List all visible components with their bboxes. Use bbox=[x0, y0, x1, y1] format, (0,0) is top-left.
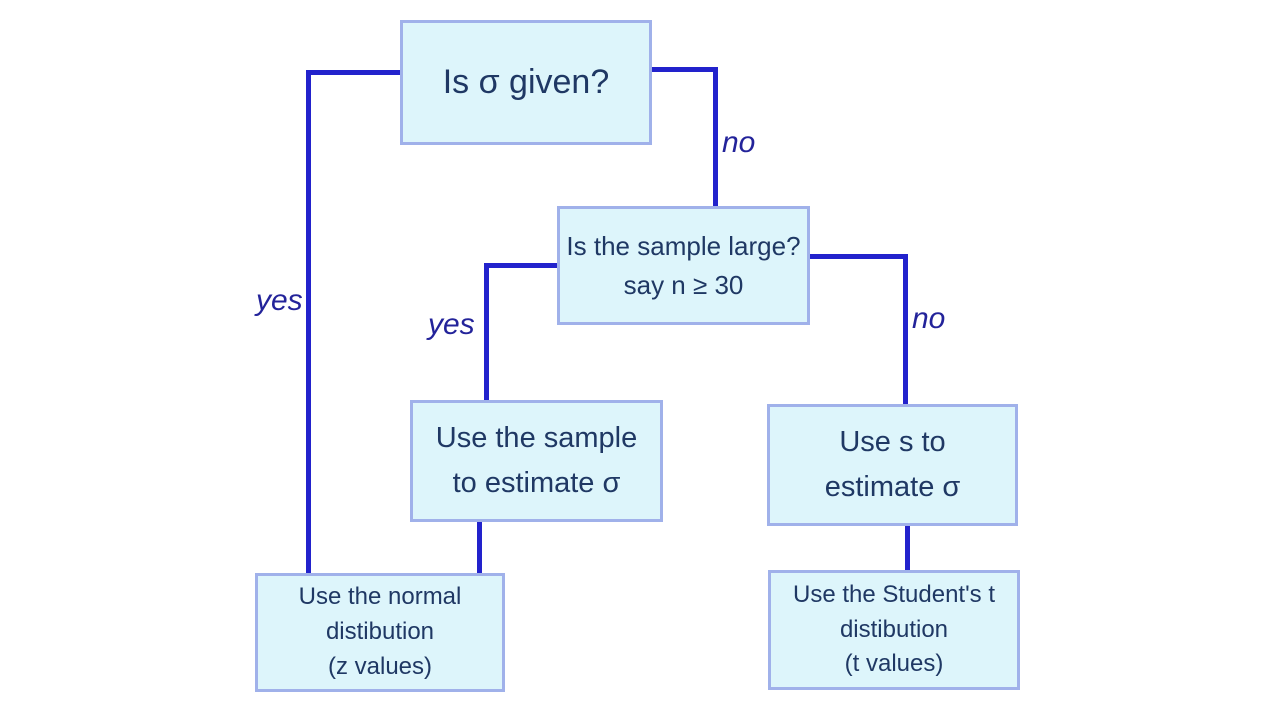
node-text: Use s to bbox=[839, 426, 946, 459]
node-is-sample-large: Is the sample large? say n ≥ 30 bbox=[557, 206, 810, 325]
connector-sigma-to-large-horizontal bbox=[652, 67, 718, 72]
node-text: (z values) bbox=[327, 652, 433, 680]
node-text: Is σ given? bbox=[442, 63, 610, 101]
node-use-s-to-estimate-sigma: Use s to estimate σ bbox=[767, 404, 1018, 526]
connector-sigma-to-normal-vertical bbox=[306, 70, 311, 573]
node-text: (t values) bbox=[844, 650, 944, 678]
connector-s-to-student-vertical bbox=[905, 526, 910, 570]
node-text: distibution bbox=[325, 618, 435, 646]
node-text: distibution bbox=[839, 615, 949, 643]
edge-label-yes-mid: yes bbox=[428, 308, 475, 341]
node-text: Use the sample bbox=[435, 422, 638, 455]
node-text: say n ≥ 30 bbox=[623, 269, 744, 300]
edge-label-yes-left: yes bbox=[256, 284, 303, 317]
node-use-student-t-distribution: Use the Student's t distibution (t value… bbox=[768, 570, 1020, 690]
node-text: Use the Student's t bbox=[792, 580, 996, 608]
node-use-normal-distribution: Use the normal distibution (z values) bbox=[255, 573, 505, 692]
node-text: Use the normal bbox=[298, 583, 462, 611]
connector-large-to-s-horizontal bbox=[810, 254, 908, 259]
node-text: estimate σ bbox=[824, 471, 961, 503]
edge-label-no-top: no bbox=[722, 126, 756, 159]
connector-large-to-sample-vertical bbox=[484, 263, 489, 400]
connector-sample-to-normal-vertical bbox=[477, 522, 482, 573]
node-is-sigma-given: Is σ given? bbox=[400, 20, 652, 145]
connector-large-to-s-vertical bbox=[903, 254, 908, 404]
node-use-sample-to-estimate-sigma: Use the sample to estimate σ bbox=[410, 400, 663, 522]
node-text: Is the sample large? bbox=[566, 230, 801, 261]
node-text: to estimate σ bbox=[452, 467, 621, 499]
connector-large-to-sample-horizontal bbox=[484, 263, 557, 268]
connector-sigma-to-large-vertical bbox=[713, 67, 718, 206]
connector-sigma-to-normal-horizontal bbox=[306, 70, 400, 75]
edge-label-no-right: no bbox=[912, 302, 946, 335]
